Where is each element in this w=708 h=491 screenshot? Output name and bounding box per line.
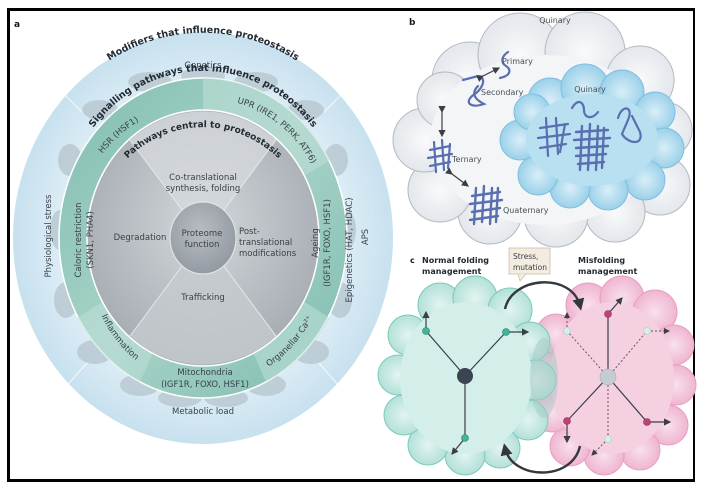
center-label-line1: Proteome <box>182 229 223 239</box>
panel-a-label: a <box>14 20 20 30</box>
label-mitochondria: Mitochondria <box>177 368 232 378</box>
label-physiological-stress: Physiological stress <box>44 194 54 278</box>
structure-arrows <box>438 67 501 187</box>
sector-post: Post- <box>239 227 260 237</box>
misfolding-title-line1: Misfolding <box>578 256 625 265</box>
label-metabolic-load: Metabolic load <box>172 407 234 417</box>
label-aps: APS <box>361 229 371 245</box>
faded-node <box>643 327 651 335</box>
stress-callout-line1: Stress, <box>513 252 538 261</box>
inner-ternary-chain <box>536 116 572 158</box>
label-secondary: Secondary <box>481 88 524 97</box>
sector-cotranslational-line2: synthesis, folding <box>166 184 241 194</box>
panel-a: a <box>13 20 393 444</box>
faded-node <box>563 327 571 335</box>
figure-frame <box>7 8 695 482</box>
normal-folding-title-line1: Normal folding <box>422 256 489 265</box>
misfolding-node <box>604 310 612 318</box>
normal-node <box>461 434 469 442</box>
center-proteome-function <box>169 201 237 275</box>
label-caloric-restriction: Caloric restriction <box>74 202 84 277</box>
inner-primary-chain <box>570 101 600 119</box>
sector-degradation: Degradation <box>114 233 167 243</box>
label-mitochondria-detail: (IGF1R, FOXO, HSF1) <box>161 380 249 390</box>
misfolding-title-line2: management <box>578 267 637 276</box>
sector-trafficking: Trafficking <box>180 293 225 303</box>
misfolding-node <box>643 418 651 426</box>
outer-ring-dividers <box>39 69 367 411</box>
sector-translational: translational <box>239 238 292 248</box>
normal-node <box>502 328 510 336</box>
label-ageing-detail: (IGF1R, FOXO, HSF1) <box>323 199 333 287</box>
stress-callout-box <box>508 247 551 275</box>
misfolding-node <box>563 417 571 425</box>
arrow-to-normal <box>500 443 582 474</box>
label-ageing: Ageing <box>311 228 321 258</box>
quaternary-chain <box>468 184 504 226</box>
label-quinary-outer: Quinary <box>539 16 571 25</box>
inner-secondary-chain <box>616 107 642 144</box>
label-caloric-restriction-detail: (SKN1, PHA4) <box>86 211 96 269</box>
misfolding-hub-node <box>599 368 617 386</box>
label-ternary: Ternary <box>451 155 482 164</box>
label-genetics: Genetics <box>184 61 222 71</box>
sector-modifications: modifications <box>239 249 297 259</box>
normal-folding-title-line2: management <box>422 267 481 276</box>
normal-hub-node <box>457 368 473 384</box>
stress-callout-line2: mutation <box>513 263 547 272</box>
panel-c-label: c <box>410 256 415 265</box>
cloud-overlap <box>530 338 558 418</box>
panel-b: b <box>392 11 693 248</box>
label-epigenetics: Epigenetics (HAT, HDAC) <box>345 197 355 302</box>
panel-b-label: b <box>409 18 416 28</box>
sector-cotranslational: Co-translational <box>169 173 237 183</box>
center-label-line2: function <box>185 240 220 250</box>
normal-node <box>422 327 430 335</box>
ternary-chain <box>426 138 454 174</box>
stress-callout-tail <box>517 273 527 282</box>
label-quaternary: Quaternary <box>503 206 549 215</box>
protein-structures <box>426 50 642 226</box>
inner-quaternary-chain <box>572 122 612 172</box>
panel-c: c Normal folding management Stress, muta… <box>377 247 697 476</box>
primary-chain <box>498 50 511 80</box>
faded-node <box>604 435 612 443</box>
misfolding-network-dashed <box>564 312 670 456</box>
secondary-chain <box>461 74 487 107</box>
label-primary: Primary <box>502 57 533 66</box>
label-quinary-inner: Quinary <box>574 85 606 94</box>
arrow-to-misfolding <box>503 281 585 311</box>
